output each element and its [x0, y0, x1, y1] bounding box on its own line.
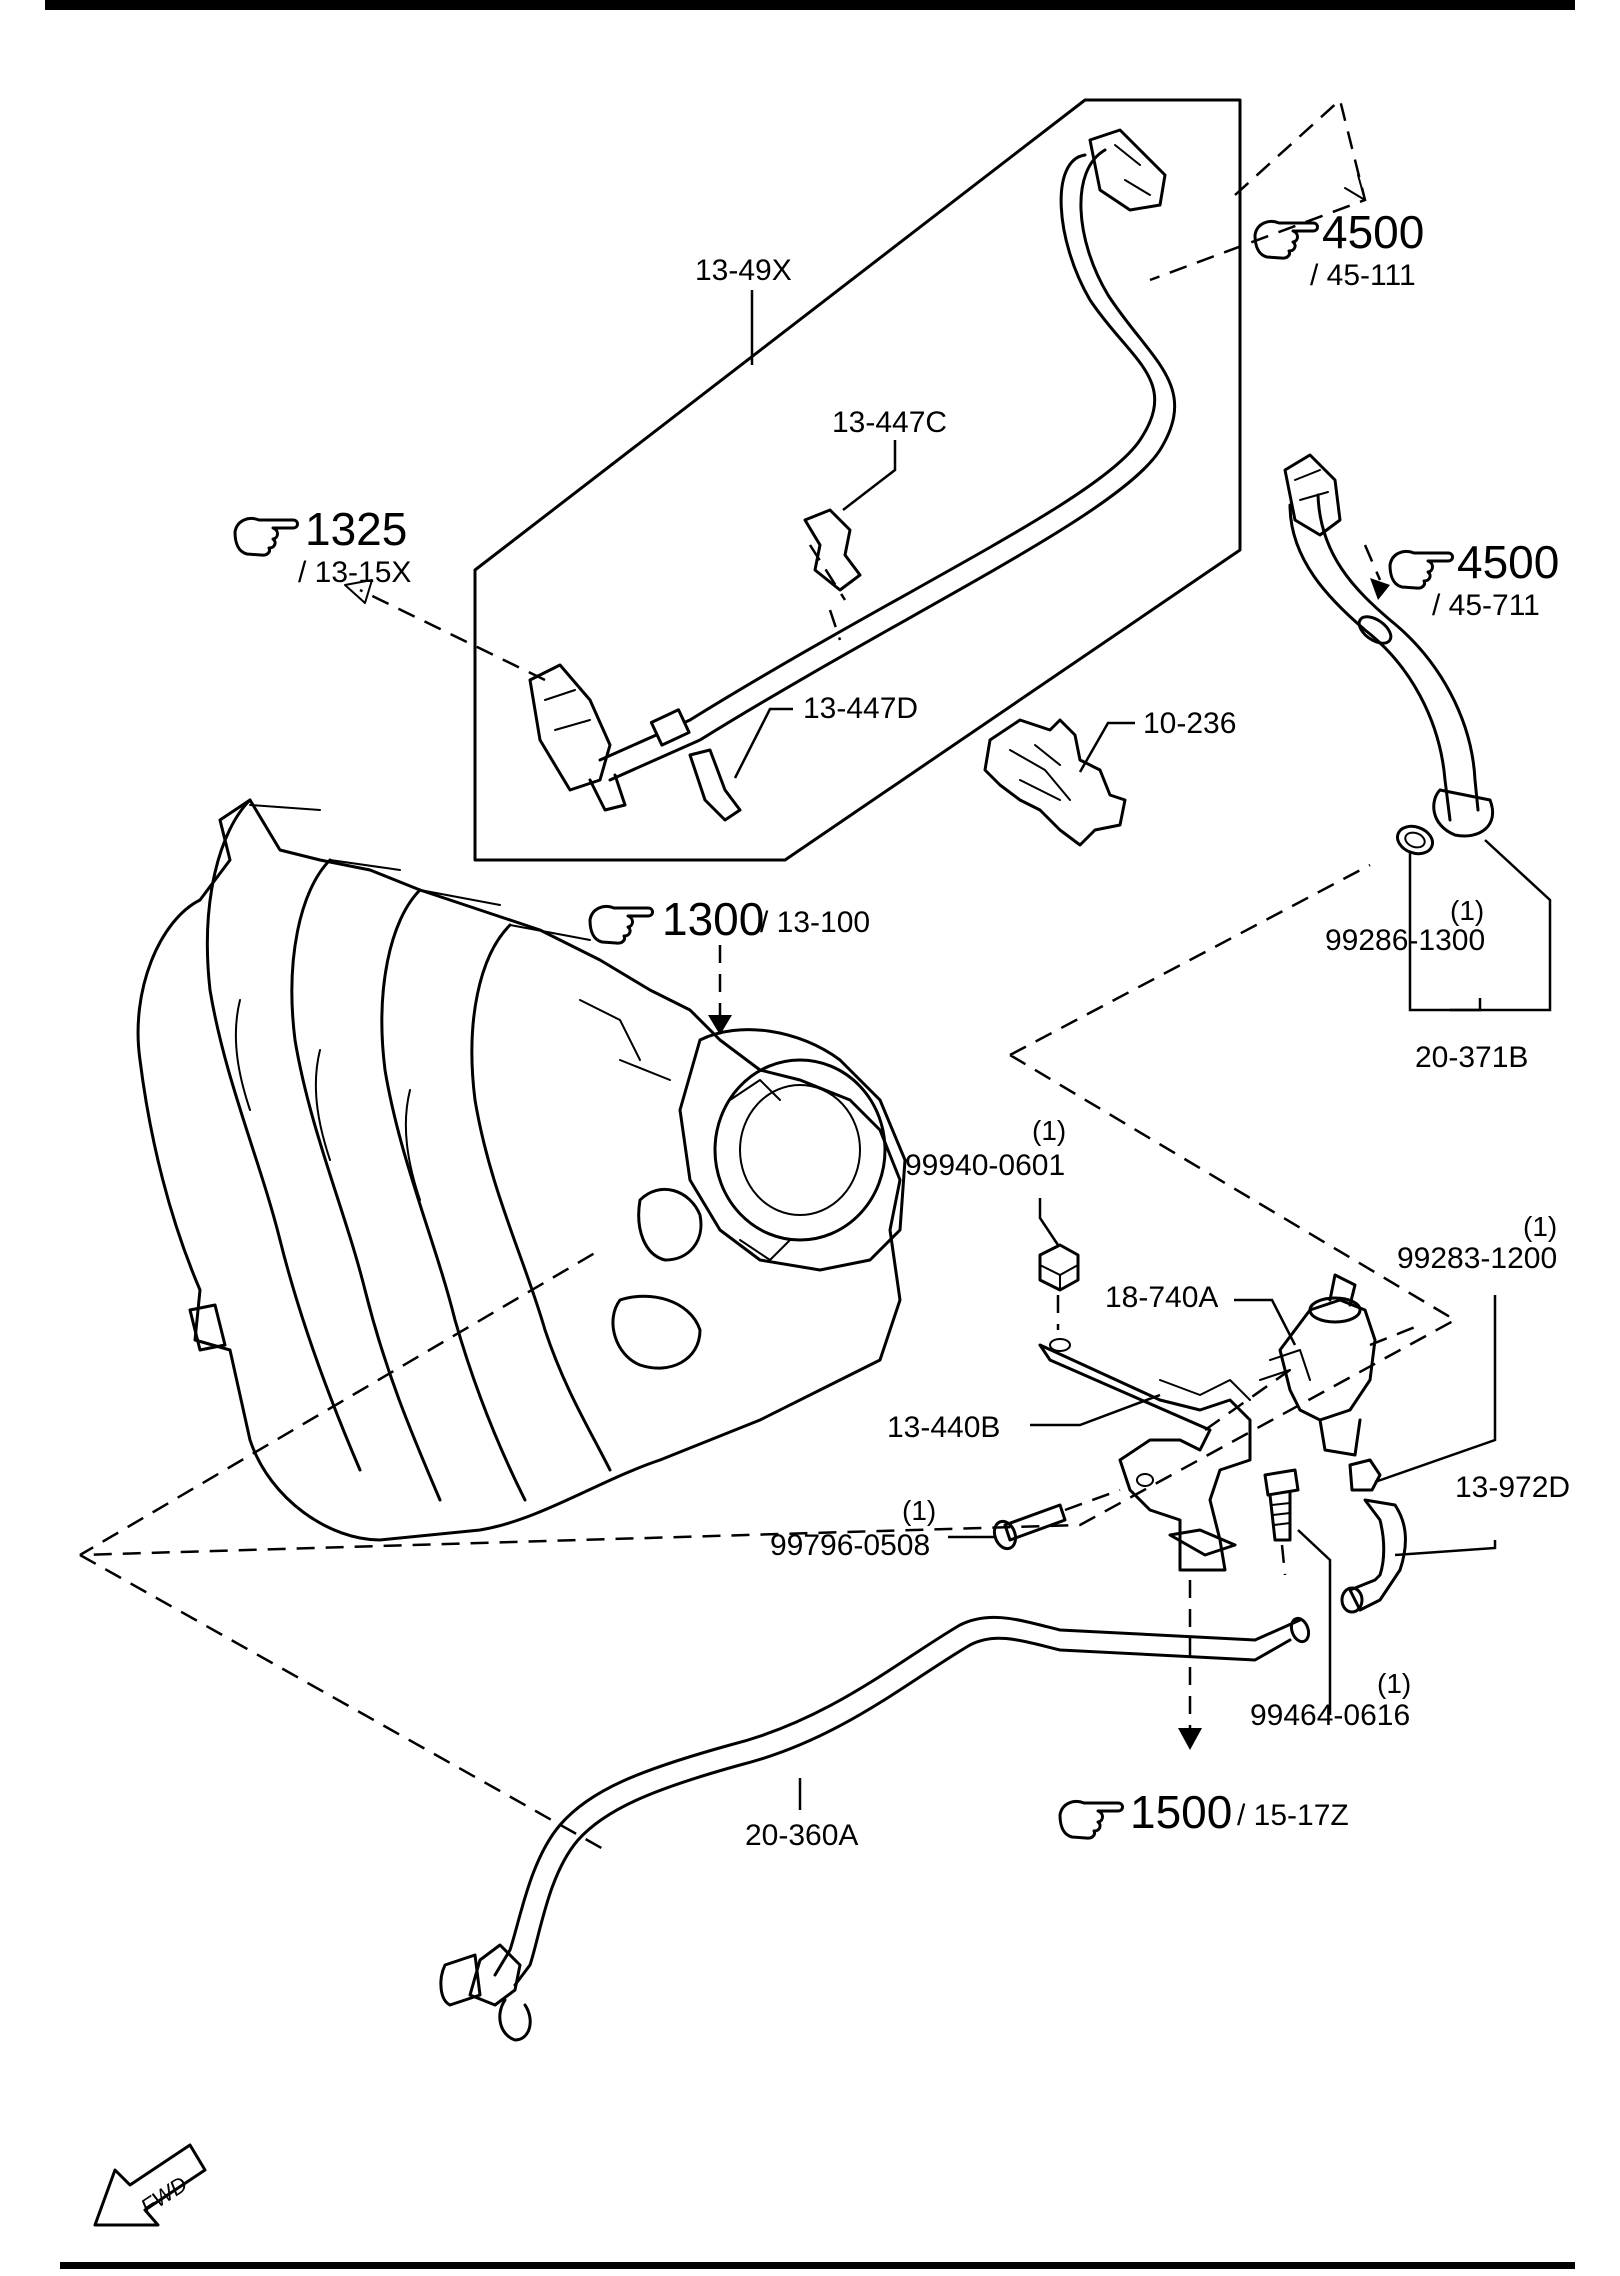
leader-lines: [733, 290, 1552, 1810]
qty-99286: (1): [1450, 895, 1484, 926]
ref-1500[interactable]: 1500 / 15-17Z: [1058, 1786, 1349, 1840]
pipe-20-360a: [439, 1615, 1311, 2042]
ref-4500-top-sub: / 45-111: [1310, 259, 1416, 292]
qty-99464: (1): [1377, 1668, 1411, 1699]
ref-4500-right[interactable]: 4500 / 45-711: [1388, 536, 1559, 622]
label-10-236: 10-236: [1143, 707, 1236, 740]
label-99283-1200: 99283-1200: [1397, 1242, 1557, 1275]
mounting-dashed-plane: [79, 863, 1458, 1852]
ref-4500-right-dash: [1363, 544, 1382, 581]
pointing-hand-icon: [233, 517, 299, 557]
label-13-972d: 13-972D: [1455, 1471, 1570, 1504]
fwd-label: FWD: [136, 2171, 192, 2219]
forward-direction-arrow: FWD: [93, 2143, 207, 2227]
ref-4500-right-arrow: [1370, 578, 1390, 600]
label-99940-0601: 99940-0601: [905, 1149, 1065, 1182]
label-20-371b: 20-371B: [1415, 1041, 1528, 1074]
ref-1300-sub: / 13-100: [760, 906, 870, 939]
qty-99283: (1): [1523, 1211, 1557, 1242]
label-13-440b: 13-440B: [887, 1411, 1000, 1444]
ref-1325-number: 1325: [305, 503, 407, 555]
pointing-hand-icon: [1058, 1800, 1124, 1840]
label-20-360a: 20-360A: [745, 1819, 858, 1852]
ref-1300-number: 1300: [662, 893, 764, 945]
ref-1325-arrow: [344, 579, 373, 604]
ref-1325-sub: / 13-15X: [298, 556, 411, 589]
ref-4500-top-arrow: [1344, 174, 1366, 201]
ref-1500-number: 1500: [1130, 1786, 1232, 1838]
ref-1500-sub: / 15-17Z: [1237, 1799, 1349, 1832]
hose-20-371b: [1283, 453, 1494, 856]
label-13-49x: 13-49X: [695, 254, 792, 287]
ref-1325-dash: [359, 588, 546, 682]
ref-4500-right-sub: / 45-711: [1432, 589, 1540, 622]
part-labels: 13-49X 13-447C 13-447D 10-236 (1) 99286-…: [695, 254, 1570, 1852]
ref-4500-top-dash: [1149, 97, 1367, 282]
top-border: [45, 0, 1575, 10]
ref-4500-top[interactable]: 4500 / 45-111: [1253, 206, 1424, 292]
qty-99940: (1): [1032, 1115, 1066, 1146]
valve-bracket-assembly: [992, 1243, 1421, 1614]
hose-assembly-panel: [473, 98, 1242, 862]
ref-1325[interactable]: 1325 / 13-15X: [233, 503, 411, 589]
bracket-10-236: [983, 718, 1127, 847]
pointing-hand-icon: [1388, 550, 1454, 590]
ref-4500-top-number: 4500: [1322, 206, 1424, 258]
label-99286-1300: 99286-1300: [1325, 924, 1485, 957]
label-99796-0508: 99796-0508: [770, 1529, 930, 1562]
ref-4500-right-number: 4500: [1457, 536, 1559, 588]
pointing-hand-icon: [1253, 220, 1319, 260]
fwd-arrow-icon: [93, 2143, 207, 2227]
label-13-447c: 13-447C: [832, 406, 947, 439]
pointing-hand-icon: [588, 905, 654, 945]
label-13-447d: 13-447D: [803, 692, 918, 725]
intake-manifold: [136, 798, 907, 1542]
ref-1300[interactable]: 1300 / 13-100: [588, 893, 870, 945]
bottom-border: [60, 2262, 1575, 2269]
qty-99796: (1): [902, 1495, 936, 1526]
label-99464-0616: 99464-0616: [1250, 1699, 1410, 1732]
ref-1300-arrow: [708, 1015, 732, 1035]
ref-1500-arrow: [1178, 1728, 1202, 1750]
label-18-740a: 18-740A: [1105, 1281, 1218, 1314]
